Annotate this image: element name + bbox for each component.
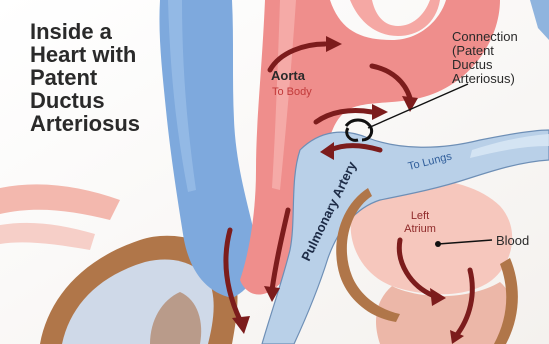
connection-label: Connection (Patent Ductus Arteriosus) — [452, 30, 518, 86]
blood-leader-dot — [435, 241, 441, 247]
to-body-label: To Body — [272, 86, 312, 98]
left-atrium-label: Left Atrium — [390, 210, 450, 236]
aorta-label: Aorta — [271, 68, 305, 83]
blood-label: Blood — [496, 233, 529, 248]
diagram-title: Inside a Heart with Patent Ductus Arteri… — [30, 20, 200, 135]
